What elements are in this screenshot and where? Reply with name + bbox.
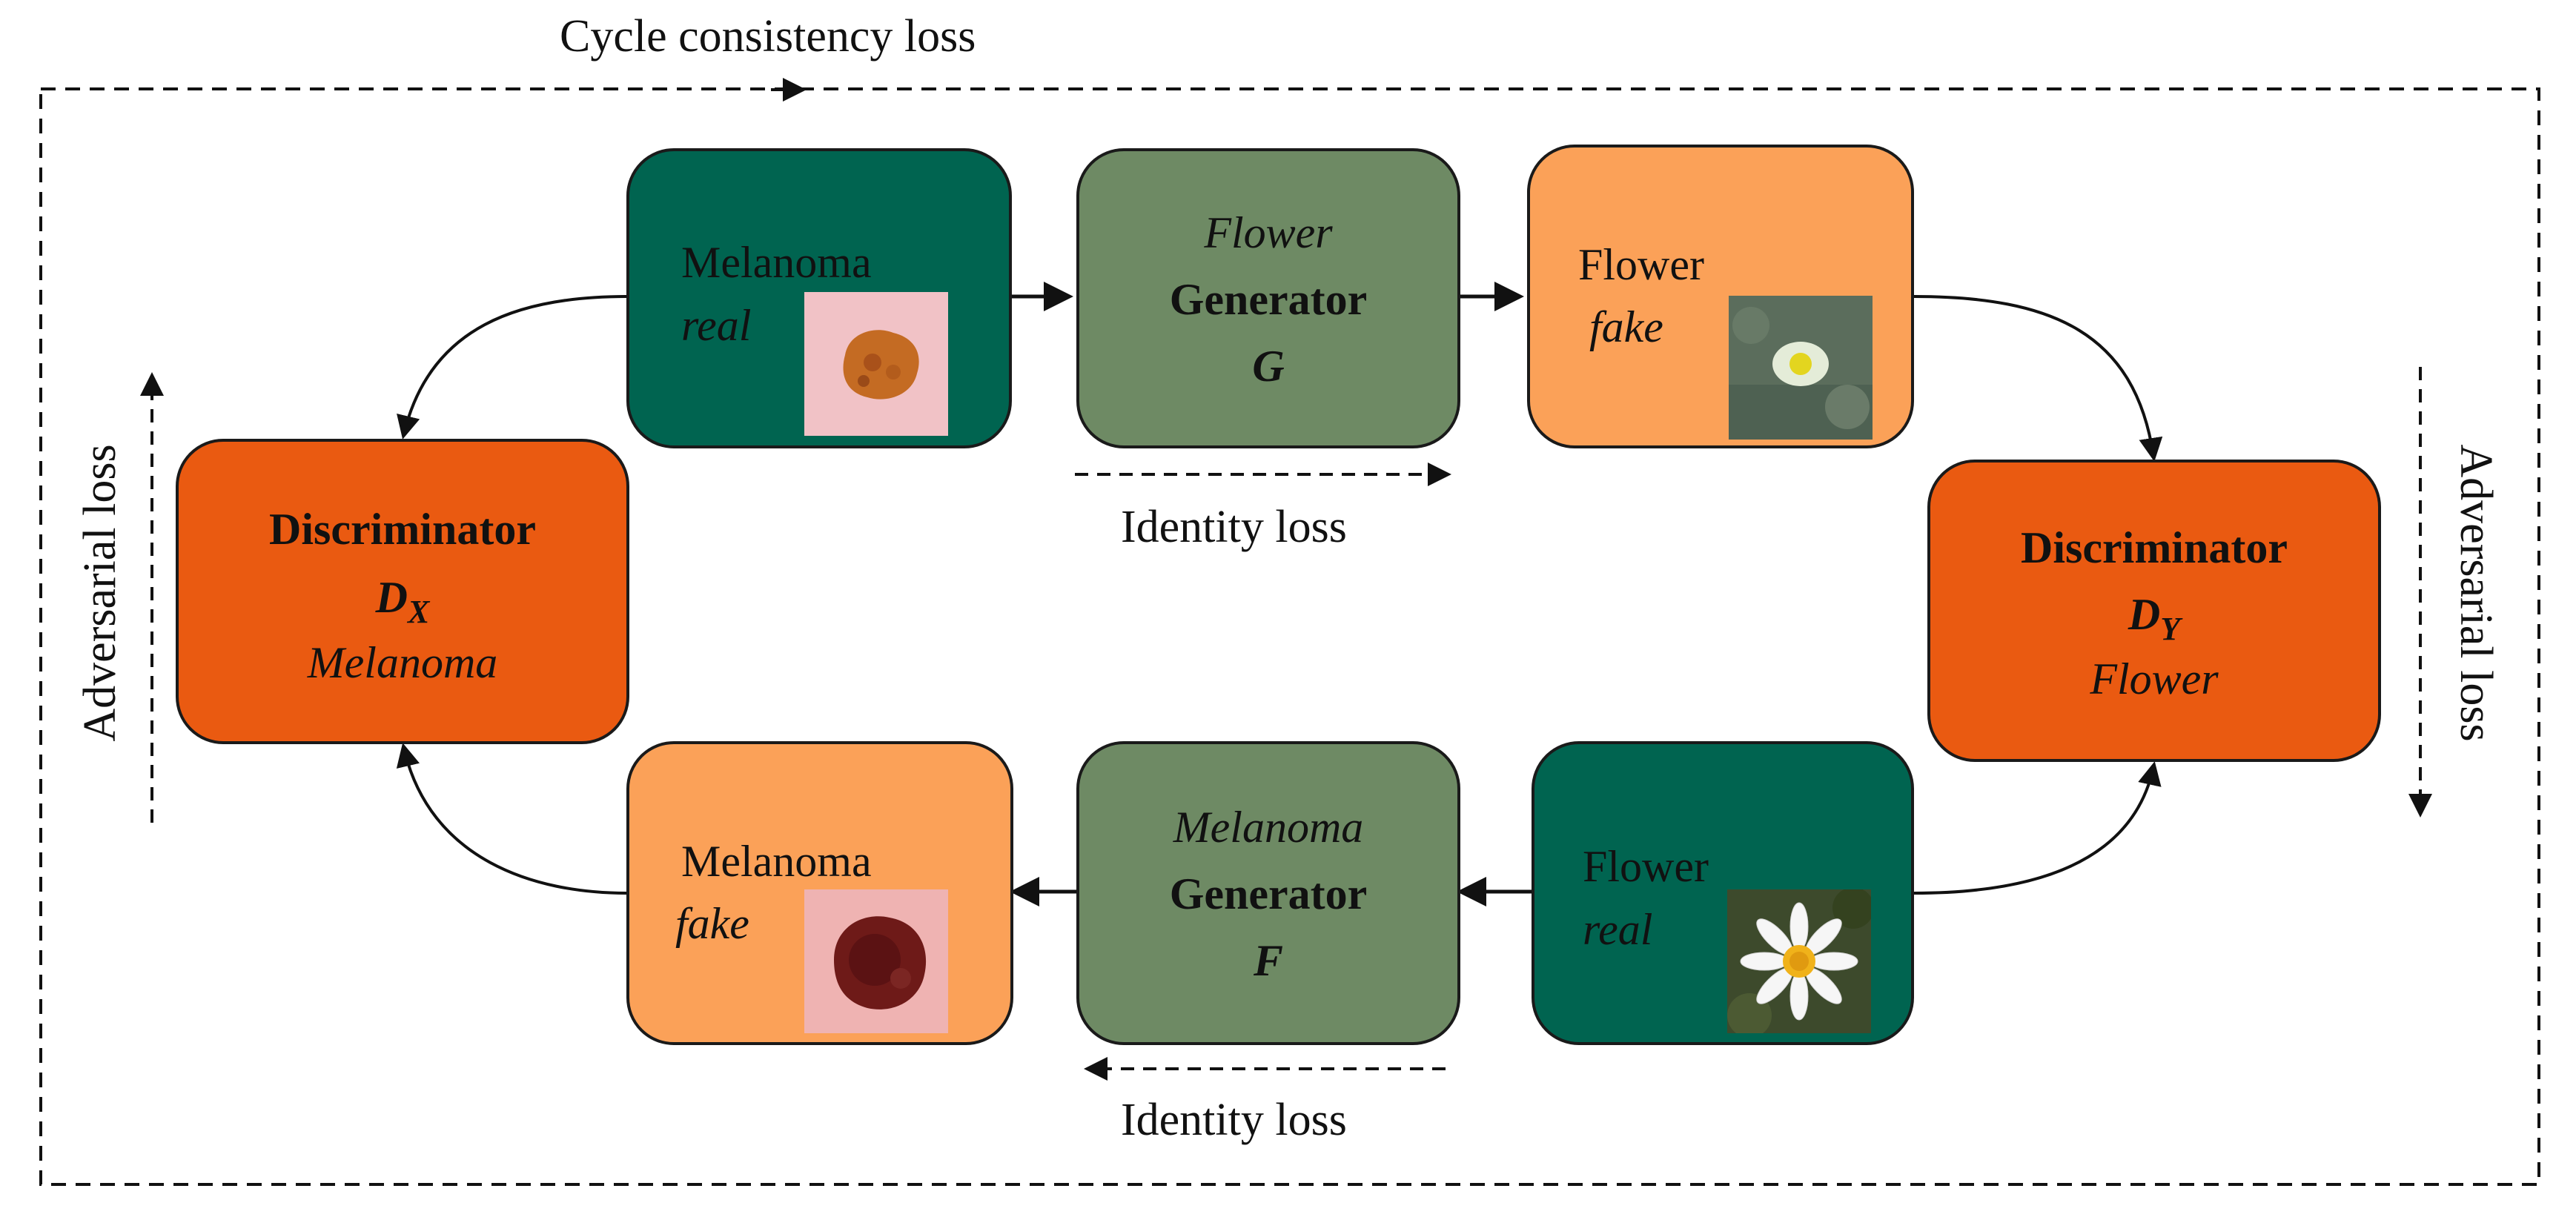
flower-fake-title: Flower <box>1578 240 1704 289</box>
discriminator-dy-domain: Flower <box>2090 654 2219 703</box>
identity-loss-top-label: Identity loss <box>1121 502 1347 552</box>
discriminator-dy-symbol-sub: Y <box>2160 611 2181 647</box>
generator-g-box: Flower Generator G <box>1076 148 1460 448</box>
discriminator-dx-symbol-main: D <box>375 573 408 622</box>
flower-real-title: Flower <box>1583 842 1709 891</box>
cycle-consistency-label: Cycle consistency loss <box>560 11 976 62</box>
flower-fake-box: Flower fake <box>1527 145 1914 448</box>
discriminator-dy-box: Discriminator DY Flower <box>1927 460 2381 762</box>
flower-fake-subtitle: fake <box>1589 302 1663 351</box>
identity-loss-bottom-label: Identity loss <box>1121 1095 1347 1145</box>
generator-g-symbol: G <box>1252 342 1285 391</box>
flower-fake-image <box>1729 296 1873 440</box>
adversarial-loss-left-label: Adversarial loss <box>75 444 125 742</box>
generator-f-domain: Melanoma <box>1173 803 1364 852</box>
melanoma-fake-box: Melanoma fake <box>626 741 1013 1045</box>
generator-f-box: Melanoma Generator F <box>1076 741 1460 1045</box>
flower-real-box: Flower real <box>1532 741 1914 1045</box>
curve-flower-real-to-dy <box>1913 761 2162 895</box>
curve-flower-fake-to-dy <box>1913 295 2163 462</box>
melanoma-fake-title: Melanoma <box>681 837 872 886</box>
flower-real-subtitle: real <box>1583 905 1653 954</box>
discriminator-dy-title: Discriminator <box>2021 523 2288 572</box>
melanoma-real-subtitle: real <box>681 301 752 350</box>
melanoma-real-box: Melanoma real <box>626 148 1012 448</box>
generator-g-domain: Flower <box>1204 208 1333 257</box>
flower-real-image <box>1727 889 1871 1033</box>
melanoma-real-title: Melanoma <box>681 238 872 287</box>
cycle-frame <box>39 87 2540 1186</box>
melanoma-real-image <box>804 292 948 436</box>
discriminator-dy-symbol: DY <box>1930 592 2378 646</box>
discriminator-dy-symbol-main: D <box>2128 590 2161 639</box>
curve-melanoma-real-to-dx <box>397 295 627 440</box>
discriminator-dx-symbol-sub: X <box>407 594 430 630</box>
discriminator-dx-domain: Melanoma <box>307 638 498 687</box>
generator-g-title: Generator <box>1169 275 1368 324</box>
melanoma-fake-image <box>804 889 948 1033</box>
curve-melanoma-fake-to-dx <box>396 743 627 895</box>
melanoma-fake-subtitle: fake <box>675 899 749 948</box>
discriminator-dx-title: Discriminator <box>269 505 536 554</box>
discriminator-dx-symbol: DX <box>179 575 626 629</box>
generator-f-symbol: F <box>1253 936 1284 985</box>
adversarial-loss-right-label: Adversarial loss <box>2451 444 2501 742</box>
generator-f-title: Generator <box>1169 869 1368 918</box>
discriminator-dx-box: Discriminator DX Melanoma <box>176 439 629 744</box>
